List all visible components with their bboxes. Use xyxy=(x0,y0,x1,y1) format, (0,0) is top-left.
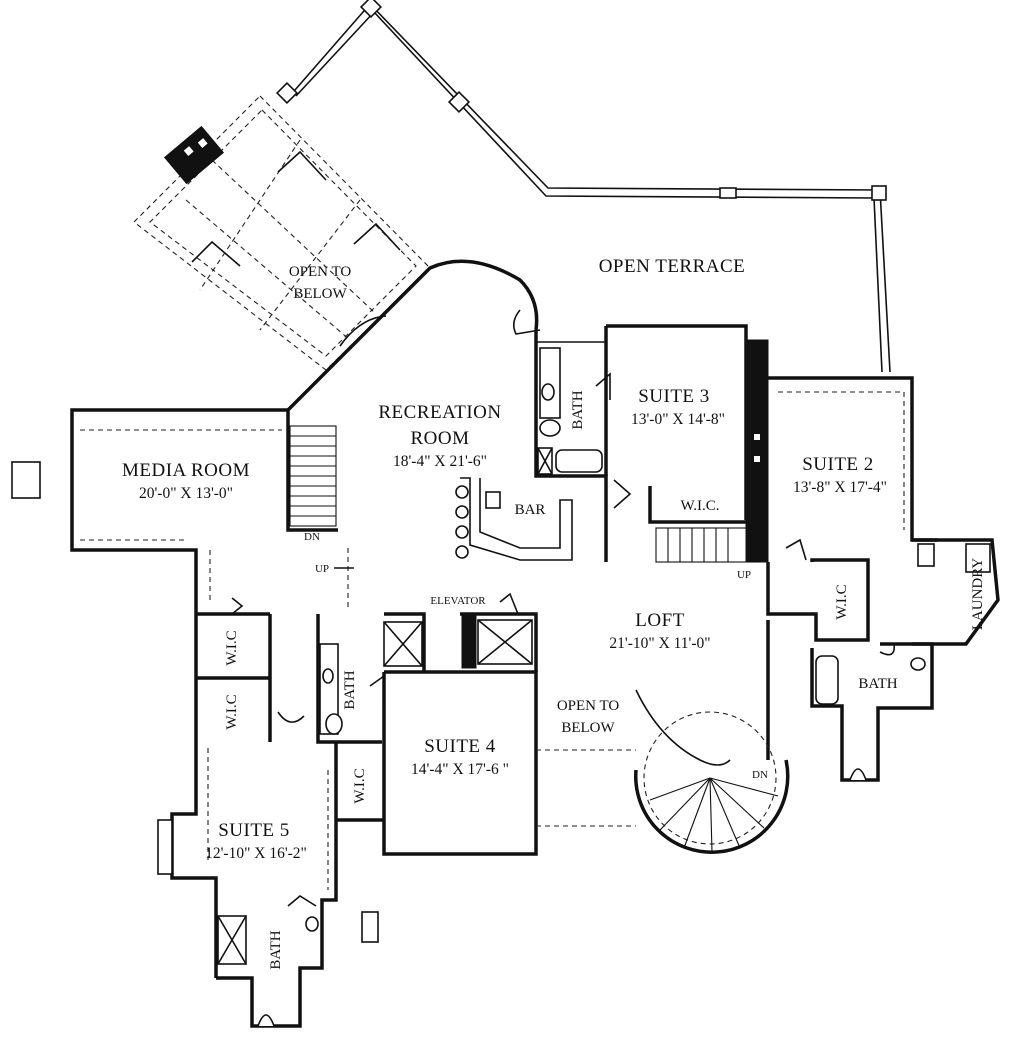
suite-5-dimensions: 12'-10" X 16'-2" xyxy=(205,845,307,862)
room-labels: OPEN TERRACE OPEN TO BELOW RECREATION RO… xyxy=(122,256,887,862)
suite-3-label: SUITE 3 xyxy=(638,386,710,407)
wic-label-suite2: W.I.C xyxy=(834,584,850,619)
wic-label-suite4: W.I.C xyxy=(352,768,368,803)
media-room-dimensions: 20'-0" X 13'-0" xyxy=(139,485,233,502)
bar-label: BAR xyxy=(515,502,546,518)
toilet-icon xyxy=(539,419,561,437)
bath-label-suite5: BATH xyxy=(268,930,284,969)
bath-label-suite2: BATH xyxy=(858,676,897,692)
open-below-loft-label-2: BELOW xyxy=(561,720,615,736)
spiral-stair-dn-label: DN xyxy=(752,769,768,781)
recreation-room-dimensions: 18'-4" X 21'-6" xyxy=(393,453,487,470)
open-below-top-label-1: OPEN TO xyxy=(289,264,352,280)
suite-4-label: SUITE 4 xyxy=(424,736,496,757)
suite-5-label: SUITE 5 xyxy=(218,820,290,841)
spiral-stair xyxy=(635,689,779,853)
straight-stair xyxy=(289,425,337,527)
vanity-icon xyxy=(539,347,561,419)
walls xyxy=(70,259,1000,1028)
stair-dn-label: DN xyxy=(304,531,320,543)
chimney-icon xyxy=(163,125,225,185)
stair-up-label: UP xyxy=(315,563,329,575)
fixtures xyxy=(11,347,991,1027)
open-below-top-area xyxy=(133,95,431,371)
small-labels: BATH W.I.C. BAR ELEVATOR W.I.C LAUNDRY B… xyxy=(224,390,986,969)
open-terrace-outline xyxy=(275,0,891,373)
bath-label-suite4: BATH xyxy=(342,670,358,709)
recreation-room-label-2: ROOM xyxy=(410,428,469,449)
elevator-label: ELEVATOR xyxy=(430,595,486,607)
laundry-label: LAUNDRY xyxy=(970,558,986,631)
suite-3-dimensions: 13'-0" X 14'-8" xyxy=(631,411,725,428)
open-terrace-label: OPEN TERRACE xyxy=(599,256,746,277)
door-swings xyxy=(231,309,896,907)
dashed-lines xyxy=(80,391,905,890)
media-room-label: MEDIA ROOM xyxy=(122,460,250,481)
recreation-room-label-1: RECREATION xyxy=(378,402,501,423)
open-below-top-label-2: BELOW xyxy=(293,286,347,302)
loft-label: LOFT xyxy=(635,610,685,631)
suite-4-dimensions: 14'-4" X 17'-6 " xyxy=(411,761,509,778)
wic-label-suite5-upper: W.I.C xyxy=(224,630,240,665)
suite-2-label: SUITE 2 xyxy=(802,454,874,475)
tub-icon xyxy=(555,449,603,473)
suite-2-dimensions: 13'-8" X 17'-4" xyxy=(793,479,887,496)
wic-label-suite5-lower: W.I.C xyxy=(224,694,240,729)
bath-label-suite3: BATH xyxy=(570,390,586,429)
stair-up-label-2: UP xyxy=(737,569,751,581)
open-below-loft-label-1: OPEN TO xyxy=(557,698,620,714)
loft-dimensions: 21'-10" X 11'-0" xyxy=(609,635,710,652)
suite3-stair xyxy=(655,527,761,563)
wic-label-suite3: W.I.C. xyxy=(680,498,719,514)
